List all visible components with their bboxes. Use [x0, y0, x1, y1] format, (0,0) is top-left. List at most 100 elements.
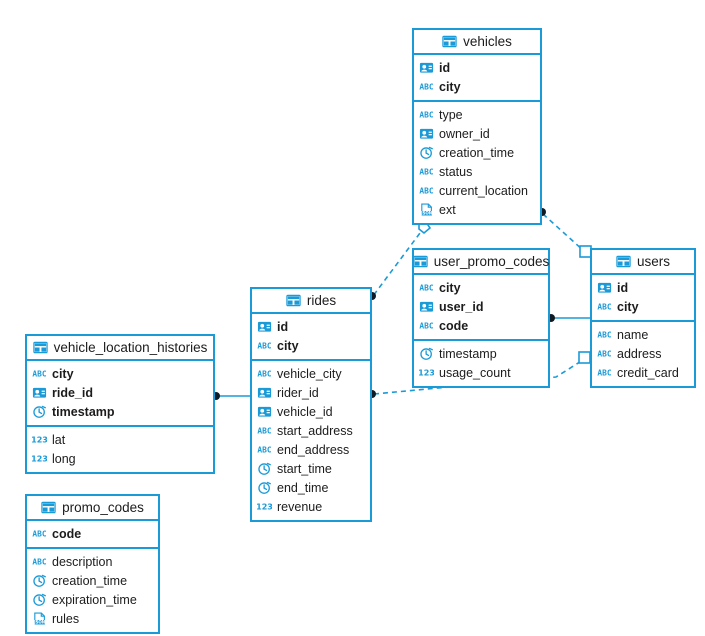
123-number-icon: 123	[257, 499, 272, 514]
column-group: 123lat123long	[27, 427, 213, 472]
svg-text:ABC: ABC	[419, 83, 433, 92]
primary-key-row-user_id[interactable]: user_id	[414, 297, 548, 316]
column-name: description	[52, 554, 113, 569]
svg-text:JSON: JSON	[420, 210, 432, 215]
table-title: vehicles	[463, 34, 512, 49]
column-name: ext	[439, 202, 456, 217]
column-row-name[interactable]: ABC name	[592, 325, 694, 344]
abc-string-icon: ABC	[419, 107, 434, 122]
column-row-rider_id[interactable]: rider_id	[252, 383, 370, 402]
svg-text:ABC: ABC	[32, 530, 46, 539]
svg-text:123: 123	[419, 369, 434, 378]
column-row-start_time[interactable]: start_time	[252, 459, 370, 478]
column-name: credit_card	[617, 365, 679, 380]
table-header-vehicles[interactable]: vehicles	[414, 30, 540, 55]
primary-key-row-id[interactable]: id	[592, 278, 694, 297]
clock-icon	[32, 404, 47, 419]
column-row-revenue[interactable]: 123revenue	[252, 497, 370, 516]
column-row-creation_time[interactable]: creation_time	[414, 143, 540, 162]
abc-string-icon: ABC	[419, 318, 434, 333]
column-name: name	[617, 327, 649, 342]
column-row-usage_count[interactable]: 123usage_count	[414, 363, 548, 382]
table-title: users	[636, 254, 670, 269]
column-row-long[interactable]: 123 long	[27, 449, 213, 468]
table-grid-icon	[616, 254, 631, 269]
column-row-vehicle_id[interactable]: vehicle_id	[252, 402, 370, 421]
column-name: id	[439, 60, 451, 75]
primary-key-row-code[interactable]: ABC code	[414, 316, 548, 335]
column-row-lat[interactable]: 123lat	[27, 430, 213, 449]
relationship-userpromocodes-users[interactable]	[547, 314, 591, 322]
column-row-owner_id[interactable]: owner_id	[414, 124, 540, 143]
column-row-description[interactable]: ABC description	[27, 552, 158, 571]
column-name: id	[617, 280, 629, 295]
table-grid-icon	[286, 293, 301, 308]
svg-text:ABC: ABC	[597, 350, 611, 359]
column-row-end_time[interactable]: end_time	[252, 478, 370, 497]
column-row-creation_time[interactable]: creation_time	[27, 571, 158, 590]
column-name: start_time	[277, 461, 332, 476]
svg-text:ABC: ABC	[419, 111, 433, 120]
column-name: timestamp	[439, 346, 497, 361]
column-name: vehicle_id	[277, 404, 333, 419]
column-name: city	[52, 366, 74, 381]
primary-key-row-ride_id[interactable]: ride_id	[27, 383, 213, 402]
table-grid-icon	[413, 254, 428, 269]
column-row-address[interactable]: ABC address	[592, 344, 694, 363]
column-name: long	[52, 451, 76, 466]
123-number-icon: 123	[32, 451, 47, 466]
123-number-icon: 123	[32, 432, 47, 447]
column-name: end_address	[277, 442, 350, 457]
table-header-user_promo_codes[interactable]: user_promo_codes	[413, 250, 549, 275]
column-row-credit_card[interactable]: ABC credit_card	[592, 363, 694, 382]
svg-text:ABC: ABC	[597, 331, 611, 340]
svg-text:ABC: ABC	[257, 342, 271, 351]
column-name: address	[617, 346, 662, 361]
id-card-icon	[257, 319, 272, 334]
primary-key-row-timestamp[interactable]: timestamp	[27, 402, 213, 421]
column-name: code	[439, 318, 469, 333]
abc-string-icon: ABC	[419, 79, 434, 94]
column-row-expiration_time[interactable]: expiration_time	[27, 590, 158, 609]
id-card-icon	[257, 404, 272, 419]
column-group: ABC description creation_time expiration_ti…	[27, 549, 158, 632]
table-header-vehicle_location_histories[interactable]: vehicle_location_histories	[27, 336, 213, 361]
primary-key-row-id[interactable]: id	[252, 317, 370, 336]
column-row-timestamp[interactable]: timestamp	[414, 344, 548, 363]
abc-string-icon: ABC	[32, 554, 47, 569]
svg-text:123: 123	[32, 436, 47, 445]
table-header-rides[interactable]: rides	[252, 289, 370, 314]
relationship-vehiclelocationhistories-rides[interactable]	[212, 392, 251, 400]
column-name: creation_time	[52, 573, 128, 588]
column-name: ride_id	[52, 385, 93, 400]
table-header-users[interactable]: users	[592, 250, 694, 275]
column-name: creation_time	[439, 145, 515, 160]
clock-icon	[32, 592, 47, 607]
table-header-promo_codes[interactable]: promo_codes	[27, 496, 158, 521]
abc-string-icon: ABC	[597, 365, 612, 380]
primary-key-row-id[interactable]: id	[414, 58, 540, 77]
column-row-ext[interactable]: JSON ext	[414, 200, 540, 219]
